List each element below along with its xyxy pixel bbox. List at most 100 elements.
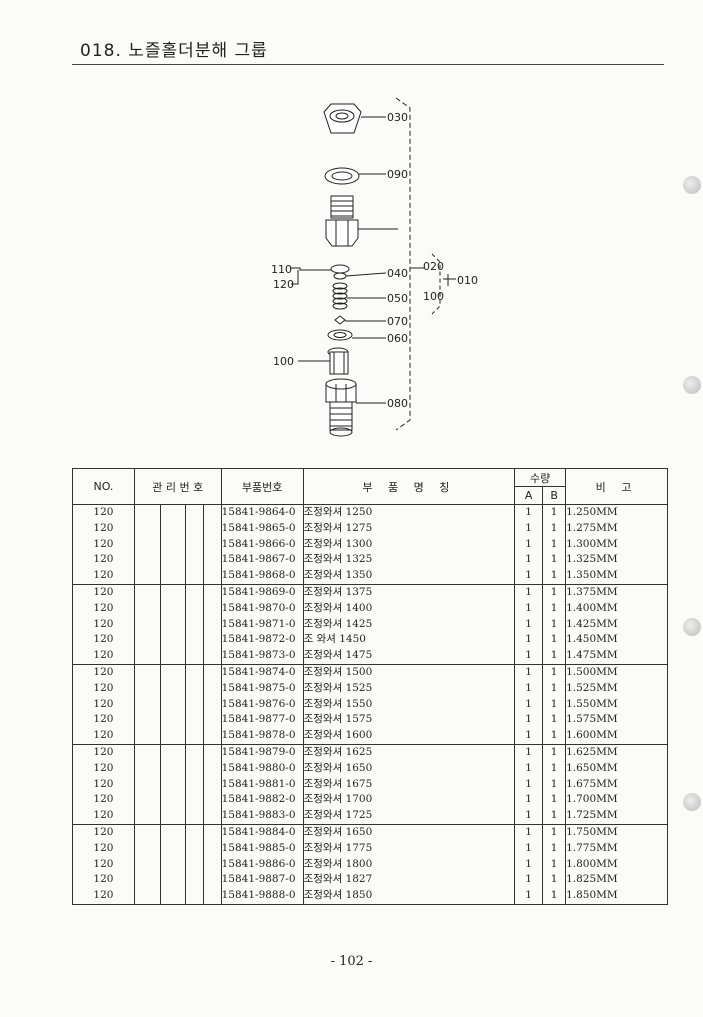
qty-b: 1 bbox=[550, 713, 558, 726]
punch-hole bbox=[683, 618, 701, 636]
part-name: 조 와셔 1450 bbox=[303, 633, 366, 646]
part-name: 조정와셔 1850 bbox=[303, 889, 373, 902]
qty-b: 1 bbox=[550, 665, 558, 678]
remarks: 1.400MM bbox=[566, 601, 618, 614]
remarks: 1.575MM bbox=[566, 713, 618, 726]
row-no: 120 bbox=[93, 681, 114, 694]
row-no: 120 bbox=[93, 761, 114, 774]
qty-a: 1 bbox=[525, 633, 532, 646]
remarks: 1.625MM bbox=[566, 745, 618, 758]
punch-hole bbox=[683, 176, 701, 194]
qty-a: 1 bbox=[525, 809, 532, 822]
holder-body-part bbox=[325, 195, 359, 247]
qty-a: 1 bbox=[525, 713, 532, 726]
callout-label: 060 bbox=[387, 332, 408, 345]
part-name: 조정와셔 1625 bbox=[303, 745, 373, 758]
remarks: 1.600MM bbox=[566, 729, 618, 742]
punch-hole bbox=[683, 376, 701, 394]
spring-part bbox=[332, 282, 348, 310]
part-number: 15841-9871-0 bbox=[221, 617, 296, 630]
part-name: 조정와셔 1475 bbox=[303, 649, 373, 662]
qty-b: 1 bbox=[550, 857, 558, 870]
remarks: 1.725MM bbox=[566, 809, 618, 822]
qty-a: 1 bbox=[525, 601, 532, 614]
qty-b: 1 bbox=[550, 873, 558, 886]
page-number: - 102 - bbox=[330, 954, 373, 969]
callout-label: 100 bbox=[273, 355, 294, 368]
qty-a: 1 bbox=[525, 825, 532, 838]
part-name: 조정와셔 1650 bbox=[303, 825, 373, 838]
remarks: 1.300MM bbox=[566, 537, 618, 550]
mgmt-no-cell bbox=[159, 584, 186, 665]
qty-b: 1 bbox=[550, 585, 558, 598]
part-number: 15841-9879-0 bbox=[221, 745, 296, 758]
remarks: 1.275MM bbox=[566, 521, 618, 534]
qty-b: 1 bbox=[550, 777, 558, 790]
remarks: 1.350MM bbox=[566, 569, 618, 582]
qty-b: 1 bbox=[550, 537, 558, 550]
row-no: 120 bbox=[93, 585, 114, 598]
part-name: 조정와셔 1375 bbox=[303, 585, 373, 598]
part-name: 조정와셔 1500 bbox=[303, 665, 373, 678]
remarks: 1.825MM bbox=[566, 873, 618, 886]
qty-a: 1 bbox=[525, 697, 532, 710]
part-number: 15841-9869-0 bbox=[221, 585, 296, 598]
mgmt-no-cell bbox=[159, 824, 186, 905]
remarks: 1.800MM bbox=[566, 857, 618, 870]
qty-a: 1 bbox=[525, 857, 532, 870]
qty-a: 1 bbox=[525, 793, 532, 806]
qty-b: 1 bbox=[550, 745, 558, 758]
part-name: 조정와셔 1400 bbox=[303, 601, 373, 614]
row-no: 120 bbox=[93, 777, 114, 790]
mgmt-no-cell bbox=[184, 584, 204, 665]
qty-a: 1 bbox=[525, 889, 532, 902]
qty-a-cell: 1 1 1 1 1 bbox=[514, 584, 544, 665]
qty-a: 1 bbox=[525, 585, 532, 598]
part-number: 15841-9868-0 bbox=[221, 569, 296, 582]
callout-label: 100 bbox=[423, 290, 444, 303]
qty-a: 1 bbox=[525, 649, 532, 662]
qty-a: 1 bbox=[525, 506, 532, 518]
remarks: 1.250MM bbox=[566, 506, 618, 518]
qty-b: 1 bbox=[550, 633, 558, 646]
qty-a: 1 bbox=[525, 777, 532, 790]
callout-label: 010 bbox=[457, 274, 478, 287]
qty-b: 1 bbox=[550, 793, 558, 806]
qty-a: 1 bbox=[525, 745, 532, 758]
mgmt-no-cell bbox=[184, 824, 204, 905]
remarks: 1.475MM bbox=[566, 649, 618, 662]
row-no: 120 bbox=[93, 793, 114, 806]
mgmt-no-cell bbox=[159, 664, 186, 745]
part-number: 15841-9876-0 bbox=[221, 697, 296, 710]
part-number: 15841-9880-0 bbox=[221, 761, 296, 774]
qty-a: 1 bbox=[525, 681, 532, 694]
row-no: 120 bbox=[93, 601, 114, 614]
part-name: 조정와셔 1325 bbox=[303, 553, 373, 566]
row-no: 120 bbox=[93, 521, 114, 534]
part-number: 15841-9875-0 bbox=[221, 681, 296, 694]
header-mgmt-no: 관 리 번 호 bbox=[133, 468, 222, 505]
row-no: 120 bbox=[93, 569, 114, 582]
part-number: 15841-9873-0 bbox=[221, 649, 296, 662]
header-part-name: 부 품 명 칭 bbox=[302, 468, 516, 505]
part-name: 조정와셔 1350 bbox=[303, 569, 373, 582]
mgmt-no-cell bbox=[133, 504, 161, 585]
qty-a: 1 bbox=[525, 553, 532, 566]
qty-a: 1 bbox=[525, 617, 532, 630]
part-number: 15841-9887-0 bbox=[221, 873, 296, 886]
qty-a: 1 bbox=[525, 873, 532, 886]
qty-b: 1 bbox=[550, 601, 558, 614]
remarks: 1.425MM bbox=[566, 617, 618, 630]
